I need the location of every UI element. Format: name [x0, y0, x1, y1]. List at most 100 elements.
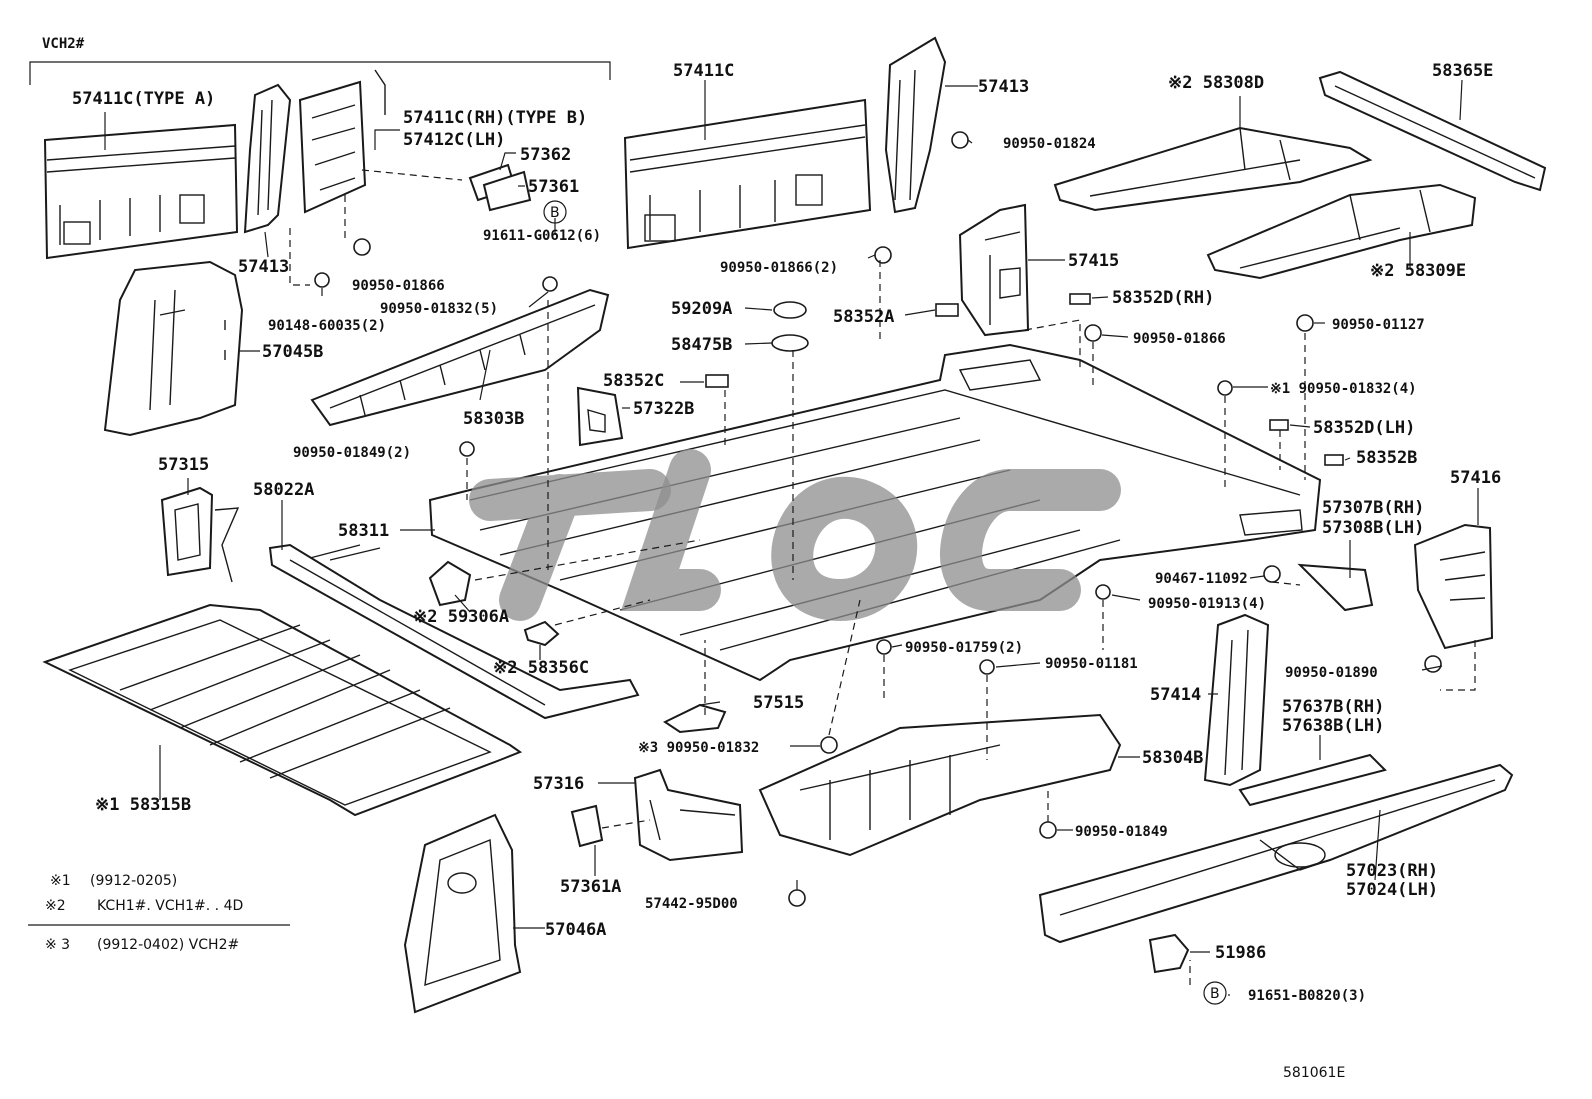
- clip-90148-60035: [314, 272, 330, 288]
- clip-90467-11092: [1263, 565, 1281, 583]
- label-58309e: ※2 58309E: [1370, 261, 1466, 281]
- label-90950-01866-b: 90950-01866: [1133, 331, 1226, 347]
- panel-57416: [1413, 523, 1494, 650]
- label-58356c: ※2 58356C: [493, 658, 589, 678]
- note-2-mark: ※2: [45, 898, 66, 914]
- label-90950-01832-3: ※3 90950-01832: [638, 740, 759, 756]
- bar-58365e: [1318, 70, 1547, 192]
- pad-58352c: [705, 374, 729, 388]
- assembly-lines: [289, 169, 1476, 985]
- bracket-57415: [958, 203, 1030, 337]
- rail-57637b: [1238, 753, 1387, 807]
- label-58308d: ※2 58308D: [1168, 73, 1264, 93]
- label-57413-left: 57413: [238, 257, 289, 277]
- rail-58303b: [310, 288, 610, 427]
- label-57515: 57515: [753, 693, 804, 713]
- label-57411c-type-a: 57411C(TYPE A): [72, 89, 215, 109]
- label-57413-right: 57413: [978, 77, 1029, 97]
- member-58022a: [268, 543, 640, 720]
- bracket-57322b: [576, 386, 624, 447]
- notes-legend: ※1 (9912-0205) ※2 KCH1#. VCH1#. . 4D ※ 3…: [28, 873, 290, 953]
- label-90950-01181: 90950-01181: [1045, 656, 1138, 672]
- header-code: VCH2#: [42, 36, 85, 52]
- clip-90950-01832-5: [542, 276, 558, 292]
- clip-90950-01890: [1424, 655, 1442, 673]
- label-57442: 57442-95D00: [645, 896, 738, 912]
- pad-58352b: [1324, 454, 1344, 466]
- pillar-57413-left: [243, 83, 292, 234]
- label-58352c: 58352C: [603, 371, 664, 391]
- label-59209a: 59209A: [671, 299, 732, 319]
- panel-57045b: [103, 260, 244, 437]
- label-90950-01913: 90950-01913(4): [1148, 596, 1266, 612]
- label-57361a: 57361A: [560, 877, 621, 897]
- panel-57411c-type-b: [298, 69, 386, 214]
- label-57361: 57361: [528, 177, 579, 197]
- clip-90950-01127: [1296, 314, 1314, 332]
- floor-58315b: [42, 603, 523, 817]
- callout-b-top: B: [550, 205, 560, 221]
- label-90950-01849: 90950-01849: [1075, 824, 1168, 840]
- note-2-text: KCH1#. VCH1#. . 4D: [97, 898, 243, 914]
- label-57316: 57316: [533, 774, 584, 794]
- footer-code: 581061E: [1283, 1065, 1345, 1081]
- label-91651: 91651-B0820(3): [1248, 988, 1366, 1004]
- note-1-text: (9912-0205): [90, 873, 177, 889]
- label-59306a: ※2 59306A: [413, 607, 509, 627]
- label-57315: 57315: [158, 455, 209, 475]
- label-58352b: 58352B: [1356, 448, 1417, 468]
- label-90950-01866-2: 90950-01866(2): [720, 260, 838, 276]
- label-57046a: 57046A: [545, 920, 606, 940]
- label-57307b: 57307B(RH): [1322, 498, 1424, 518]
- plate-57515: [662, 703, 727, 734]
- label-58311: 58311: [338, 521, 389, 541]
- label-58304b: 58304B: [1142, 748, 1203, 768]
- clip-90950-01866-a: [353, 238, 371, 256]
- pillar-57413-right: [884, 36, 947, 214]
- clip-90950-01181: [979, 659, 995, 675]
- clip-90950-01824: [951, 131, 969, 149]
- label-58365e: 58365E: [1432, 61, 1493, 81]
- label-91611: 91611-G0612(6): [483, 228, 601, 244]
- label-58352a: 58352A: [833, 307, 894, 327]
- floor-58304b: [758, 713, 1122, 857]
- label-90950-01832-4: ※1 90950-01832(4): [1270, 381, 1417, 397]
- panel-57411c-type-a: [43, 123, 239, 260]
- panel-57411c: [623, 98, 872, 250]
- label-57362: 57362: [520, 145, 571, 165]
- label-58315b: ※1 58315B: [95, 795, 191, 815]
- label-57308b: 57308B(LH): [1322, 518, 1424, 538]
- label-57414: 57414: [1150, 685, 1201, 705]
- label-90950-01866-a: 90950-01866: [352, 278, 445, 294]
- note-3-mark: ※ 3: [45, 937, 70, 953]
- label-57411c-rh: 57411C(RH)(TYPE B): [403, 108, 587, 128]
- member-58309e: [1206, 183, 1477, 280]
- gasket-57362: [468, 163, 532, 212]
- bracket-51986: [1148, 933, 1190, 974]
- label-90148: 90148-60035(2): [268, 318, 386, 334]
- label-51986: 51986: [1215, 943, 1266, 963]
- gasket-57361a: [570, 804, 604, 848]
- clip-90950-01849: [1039, 821, 1057, 839]
- bracket-57315: [160, 486, 240, 583]
- grommet-58475b: [771, 334, 809, 352]
- note-3-text: (9912-0402) VCH2#: [97, 937, 239, 953]
- label-58352d-lh: 58352D(LH): [1313, 418, 1415, 438]
- clip-90950-01832-4: [1217, 380, 1233, 396]
- bracket-57316: [633, 768, 744, 862]
- panel-57046a: [403, 813, 522, 1014]
- label-57045b: 57045B: [262, 342, 323, 362]
- pad-58352d-lh: [1269, 419, 1289, 431]
- label-58352d-rh: 58352D(RH): [1112, 288, 1214, 308]
- label-57637b: 57637B(RH): [1282, 697, 1384, 717]
- grommet-59209a: [773, 301, 807, 319]
- clip-90950-01866-2: [874, 246, 892, 264]
- label-90950-01127: 90950-01127: [1332, 317, 1425, 333]
- label-57411c: 57411C: [673, 61, 734, 81]
- clip-90950-01849-2: [459, 441, 475, 457]
- watermark: [469, 449, 1121, 622]
- label-58022a: 58022A: [253, 480, 314, 500]
- label-57415: 57415: [1068, 251, 1119, 271]
- label-90467: 90467-11092: [1155, 571, 1248, 587]
